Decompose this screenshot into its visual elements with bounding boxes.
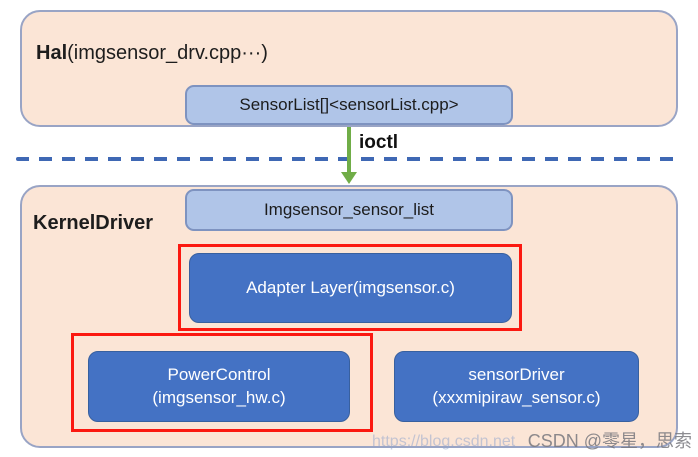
sensorlist-node-label: SensorList[]<sensorList.cpp> [239,95,459,114]
sensorlist-node: SensorList[]<sensorList.cpp> [185,85,513,125]
imgsensor-sensor-list-label: Imgsensor_sensor_list [263,200,435,219]
power-control-node: PowerControl (imgsensor_hw.c) [88,351,350,422]
adapter-layer-node: Adapter Layer(imgsensor.c) [189,253,512,323]
watermark-credit: CSDN @零星，思索 [527,431,692,451]
power-control-label-line1: PowerControl [167,365,271,385]
sensor-driver-label-line1: sensorDriver [468,365,565,385]
ioctl-label: ioctl [359,132,399,153]
hal-title-rest: (imgsensor_drv.cpp···) [67,42,268,64]
sensor-driver-node: sensorDriver (xxxmipiraw_sensor.c) [394,351,639,422]
ioctl-arrowhead-icon [341,172,357,184]
hal-layer-title: Hal(imgsensor_drv.cpp···) [36,42,268,65]
watermark-url: https://blog.csdn.net [372,433,516,450]
ioctl-arrow-line [347,127,351,173]
imgsensor-sensor-list-node: Imgsensor_sensor_list [185,189,513,231]
powercontrol-highlight-frame [71,333,373,432]
power-control-label-line2: (imgsensor_hw.c) [152,387,286,407]
adapter-layer-label: Adapter Layer(imgsensor.c) [246,277,455,297]
adapter-highlight-frame [178,244,522,331]
kernel-driver-title: KernelDriver [33,212,154,234]
sensor-driver-label-line2: (xxxmipiraw_sensor.c) [432,387,601,407]
hal-title-bold: Hal [36,42,68,64]
